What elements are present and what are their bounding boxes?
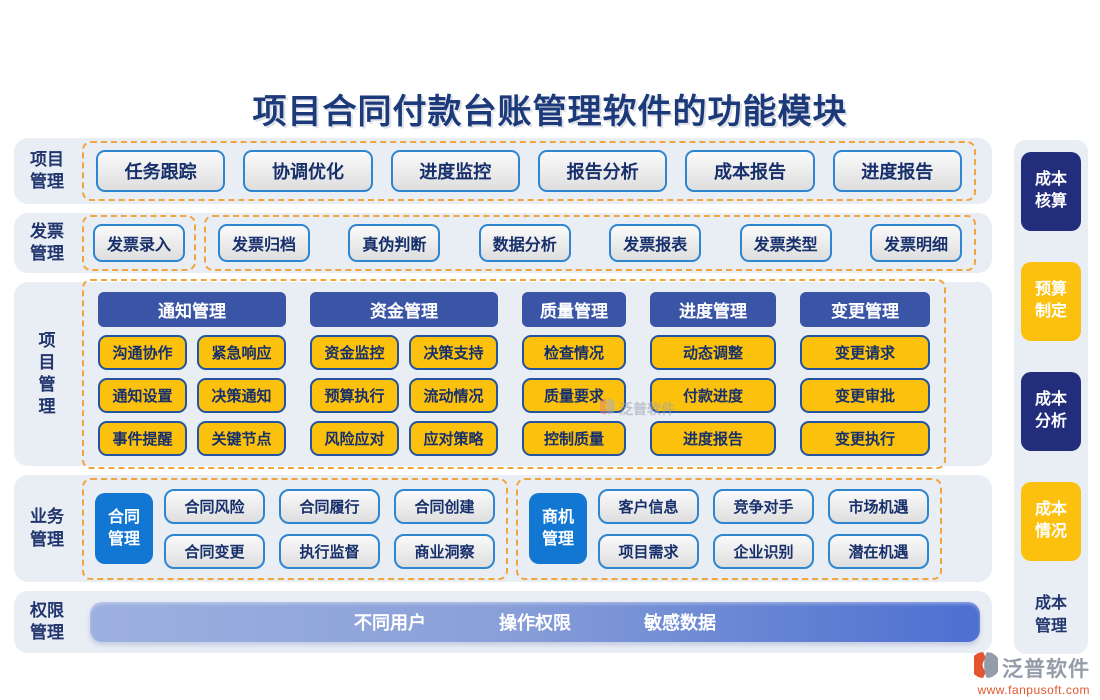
- feature-button[interactable]: 企业识别: [713, 533, 814, 569]
- brand-footer: 泛普软件 www.fanpusoft.com: [920, 651, 1090, 697]
- contract-management-tag[interactable]: 合同 管理: [95, 492, 153, 565]
- feature-button[interactable]: 客户信息: [598, 488, 699, 524]
- row-label-permission-management: 权限 管理: [30, 600, 64, 642]
- permission-item[interactable]: 敏感数据: [644, 613, 716, 633]
- column-fund-management: 资金管理 资金监控决策支持预算执行流动情况风险应对应对策略: [310, 292, 498, 456]
- page-title: 项目合同付款台账管理软件的功能模块: [252, 93, 848, 131]
- feature-button[interactable]: 进度监控: [390, 150, 520, 192]
- column-items: 沟通协作紧急响应通知设置决策通知事件提醒关键节点: [98, 335, 286, 456]
- feature-button[interactable]: 任务跟踪: [96, 150, 226, 192]
- feature-button[interactable]: 决策通知: [197, 378, 286, 413]
- feature-button[interactable]: 发票类型: [739, 224, 832, 262]
- row-label-project-management: 项目 管理: [30, 149, 64, 191]
- group-contract-management: 合同 管理 合同风险合同履行合同创建合同变更执行监督商业洞察: [82, 477, 508, 580]
- feature-button[interactable]: 合同履行: [279, 488, 380, 524]
- column-items: 动态调整付款进度进度报告: [650, 335, 776, 456]
- sidebar-item-cost-management: 成本 管理: [1034, 594, 1067, 635]
- feature-button[interactable]: 合同风险: [164, 488, 265, 524]
- row-project-management-top: 项目 管理 任务跟踪协调优化进度监控报告分析成本报告进度报告: [14, 138, 992, 204]
- row-label-project-management-vertical: 项 目 管 理: [38, 330, 56, 417]
- permission-item[interactable]: 不同用户: [354, 613, 426, 633]
- feature-button[interactable]: 风险应对: [310, 421, 399, 456]
- brand-logo-icon: [970, 651, 1000, 684]
- contract-items: 合同风险合同履行合同创建合同变更执行监督商业洞察: [164, 488, 495, 569]
- row-invoice-management: 发票 管理 发票录入 发票归档真伪判断数据分析发票报表发票类型发票明细: [14, 213, 992, 273]
- feature-button[interactable]: 进度报告: [832, 150, 962, 192]
- group-project-columns: 通知管理 沟通协作紧急响应通知设置决策通知事件提醒关键节点 资金管理 资金监控决…: [82, 279, 946, 469]
- feature-button[interactable]: 预算执行: [310, 378, 399, 413]
- column-items: 资金监控决策支持预算执行流动情况风险应对应对策略: [310, 335, 498, 456]
- group-opportunity-management: 商机 管理 客户信息竞争对手市场机遇项目需求企业识别潜在机遇: [516, 477, 942, 580]
- feature-button[interactable]: 质量要求: [522, 378, 626, 413]
- column-notification-management: 通知管理 沟通协作紧急响应通知设置决策通知事件提醒关键节点: [98, 292, 286, 456]
- sidebar-item-cost-analysis[interactable]: 成本 分析: [1021, 371, 1081, 451]
- brand-url: www.fanpusoft.com: [977, 683, 1090, 697]
- column-items: 检查情况质量要求控制质量: [522, 335, 626, 456]
- group-project-tracking: 任务跟踪协调优化进度监控报告分析成本报告进度报告: [82, 141, 976, 201]
- feature-button[interactable]: 资金监控: [310, 335, 399, 370]
- row-label-invoice-management: 发票 管理: [30, 221, 64, 263]
- feature-button[interactable]: 真伪判断: [348, 224, 441, 262]
- feature-button[interactable]: 控制质量: [522, 421, 626, 456]
- opportunity-management-tag[interactable]: 商机 管理: [529, 492, 587, 565]
- row-label-business-management: 业务 管理: [30, 507, 64, 549]
- feature-button[interactable]: 发票报表: [609, 224, 702, 262]
- feature-button[interactable]: 变更审批: [800, 378, 930, 413]
- feature-button[interactable]: 应对策略: [409, 421, 498, 456]
- column-header-quality[interactable]: 质量管理: [522, 292, 626, 327]
- column-header-change[interactable]: 变更管理: [800, 292, 930, 327]
- feature-button[interactable]: 商业洞察: [394, 533, 495, 569]
- feature-button[interactable]: 执行监督: [279, 533, 380, 569]
- feature-button[interactable]: 成本报告: [685, 150, 815, 192]
- cost-sidebar: 成本 核算 预算 制定 成本 分析 成本 情况 成本 管理: [1014, 140, 1088, 654]
- feature-button[interactable]: 发票明细: [869, 224, 962, 262]
- permission-item[interactable]: 操作权限: [499, 613, 571, 633]
- feature-button[interactable]: 事件提醒: [98, 421, 187, 456]
- feature-button[interactable]: 变更请求: [800, 335, 930, 370]
- column-items: 变更请求变更审批变更执行: [800, 335, 930, 456]
- main-panel: 项目 管理 任务跟踪协调优化进度监控报告分析成本报告进度报告 发票 管理 发票录…: [14, 138, 992, 653]
- column-header-fund[interactable]: 资金管理: [310, 292, 498, 327]
- feature-button[interactable]: 变更执行: [800, 421, 930, 456]
- feature-button[interactable]: 进度报告: [650, 421, 776, 456]
- sidebar-item-cost-situation[interactable]: 成本 情况: [1021, 481, 1081, 561]
- column-quality-management: 质量管理 检查情况质量要求控制质量: [522, 292, 626, 456]
- feature-button[interactable]: 沟通协作: [98, 335, 187, 370]
- feature-button[interactable]: 项目需求: [598, 533, 699, 569]
- feature-button[interactable]: 付款进度: [650, 378, 776, 413]
- sidebar-item-cost-accounting[interactable]: 成本 核算: [1021, 152, 1081, 231]
- feature-button[interactable]: 通知设置: [98, 378, 187, 413]
- feature-button[interactable]: 合同创建: [394, 488, 495, 524]
- column-change-management: 变更管理 变更请求变更审批变更执行: [800, 292, 930, 456]
- row-permission-management: 权限 管理 不同用户 操作权限 敏感数据: [14, 591, 992, 653]
- row-business-management: 业务 管理 合同 管理 合同风险合同履行合同创建合同变更执行监督商业洞察 商机 …: [14, 475, 992, 582]
- feature-button[interactable]: 发票归档: [218, 224, 311, 262]
- group-invoice-entry: 发票录入: [82, 215, 197, 271]
- feature-button[interactable]: 报告分析: [537, 150, 668, 192]
- brand-name: 泛普软件: [1002, 657, 1090, 681]
- brand-line: 泛普软件: [970, 651, 1090, 684]
- feature-button[interactable]: 决策支持: [409, 335, 498, 370]
- row-project-management-columns: 项 目 管 理 通知管理 沟通协作紧急响应通知设置决策通知事件提醒关键节点 资金…: [14, 279, 992, 469]
- feature-button[interactable]: 流动情况: [409, 378, 498, 413]
- feature-button[interactable]: 数据分析: [478, 224, 571, 262]
- feature-button[interactable]: 潜在机遇: [828, 533, 929, 569]
- feature-button[interactable]: 检查情况: [522, 335, 626, 370]
- column-header-progress[interactable]: 进度管理: [650, 292, 776, 327]
- feature-button[interactable]: 竞争对手: [713, 488, 814, 524]
- sidebar-item-budget-setting[interactable]: 预算 制定: [1021, 261, 1081, 341]
- feature-button[interactable]: 发票录入: [93, 224, 186, 262]
- feature-button[interactable]: 市场机遇: [828, 488, 929, 524]
- feature-button[interactable]: 动态调整: [650, 335, 776, 370]
- feature-button[interactable]: 紧急响应: [197, 335, 286, 370]
- opportunity-items: 客户信息竞争对手市场机遇项目需求企业识别潜在机遇: [598, 488, 929, 569]
- feature-button[interactable]: 协调优化: [243, 150, 373, 192]
- column-progress-management: 进度管理 动态调整付款进度进度报告: [650, 292, 776, 456]
- feature-button[interactable]: 合同变更: [164, 533, 265, 569]
- feature-button[interactable]: 关键节点: [197, 421, 286, 456]
- permission-bar: 不同用户 操作权限 敏感数据: [90, 602, 980, 642]
- group-invoice-features: 发票归档真伪判断数据分析发票报表发票类型发票明细: [204, 215, 976, 271]
- column-header-notification[interactable]: 通知管理: [98, 292, 286, 327]
